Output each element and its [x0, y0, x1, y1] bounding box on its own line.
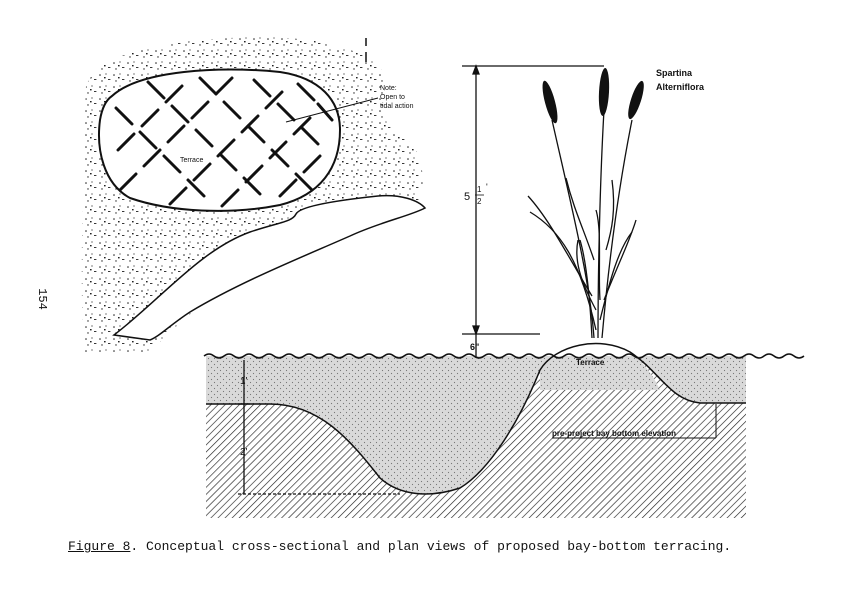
spartina-plant	[527, 109, 637, 339]
terrace-mound	[540, 356, 660, 390]
terrace-grid	[114, 76, 334, 208]
height-unit: '	[486, 182, 488, 192]
cross-section: 1' 2' pre-project bay bottom elevation T…	[203, 64, 805, 518]
height-fraction-den: 2	[477, 197, 482, 206]
height-dimension	[462, 64, 604, 358]
excavation-depth-label: 2'	[240, 447, 248, 458]
bottom-profile	[206, 342, 746, 495]
figure-caption: Figure 8. Conceptual cross-sectional and…	[68, 539, 731, 554]
tidal-channel	[112, 194, 427, 341]
plan-view: Note: Open to tidal action Terrace	[81, 37, 427, 353]
bottom-elevation-label: pre-project bay bottom elevation	[552, 429, 676, 438]
height-label: 5	[464, 191, 470, 203]
caption-text: . Conceptual cross-sectional and plan vi…	[130, 539, 732, 554]
section-terrace-label: Terrace	[576, 358, 605, 367]
water-surface	[203, 353, 805, 359]
sediment	[206, 356, 746, 518]
depth-dimension	[238, 360, 400, 495]
height-fraction-num: 1	[477, 185, 482, 194]
seed-heads	[542, 68, 644, 124]
plan-terrace-label: Terrace	[180, 157, 203, 164]
water-gap-label: 6"	[470, 342, 479, 352]
water-depth-label: 1'	[240, 376, 248, 387]
figure-label: Figure 8	[68, 539, 131, 554]
note-label: Note: Open to tidal action	[380, 85, 414, 110]
plant-label: Spartina Alterniflora	[656, 68, 705, 92]
note-leader	[285, 97, 379, 123]
